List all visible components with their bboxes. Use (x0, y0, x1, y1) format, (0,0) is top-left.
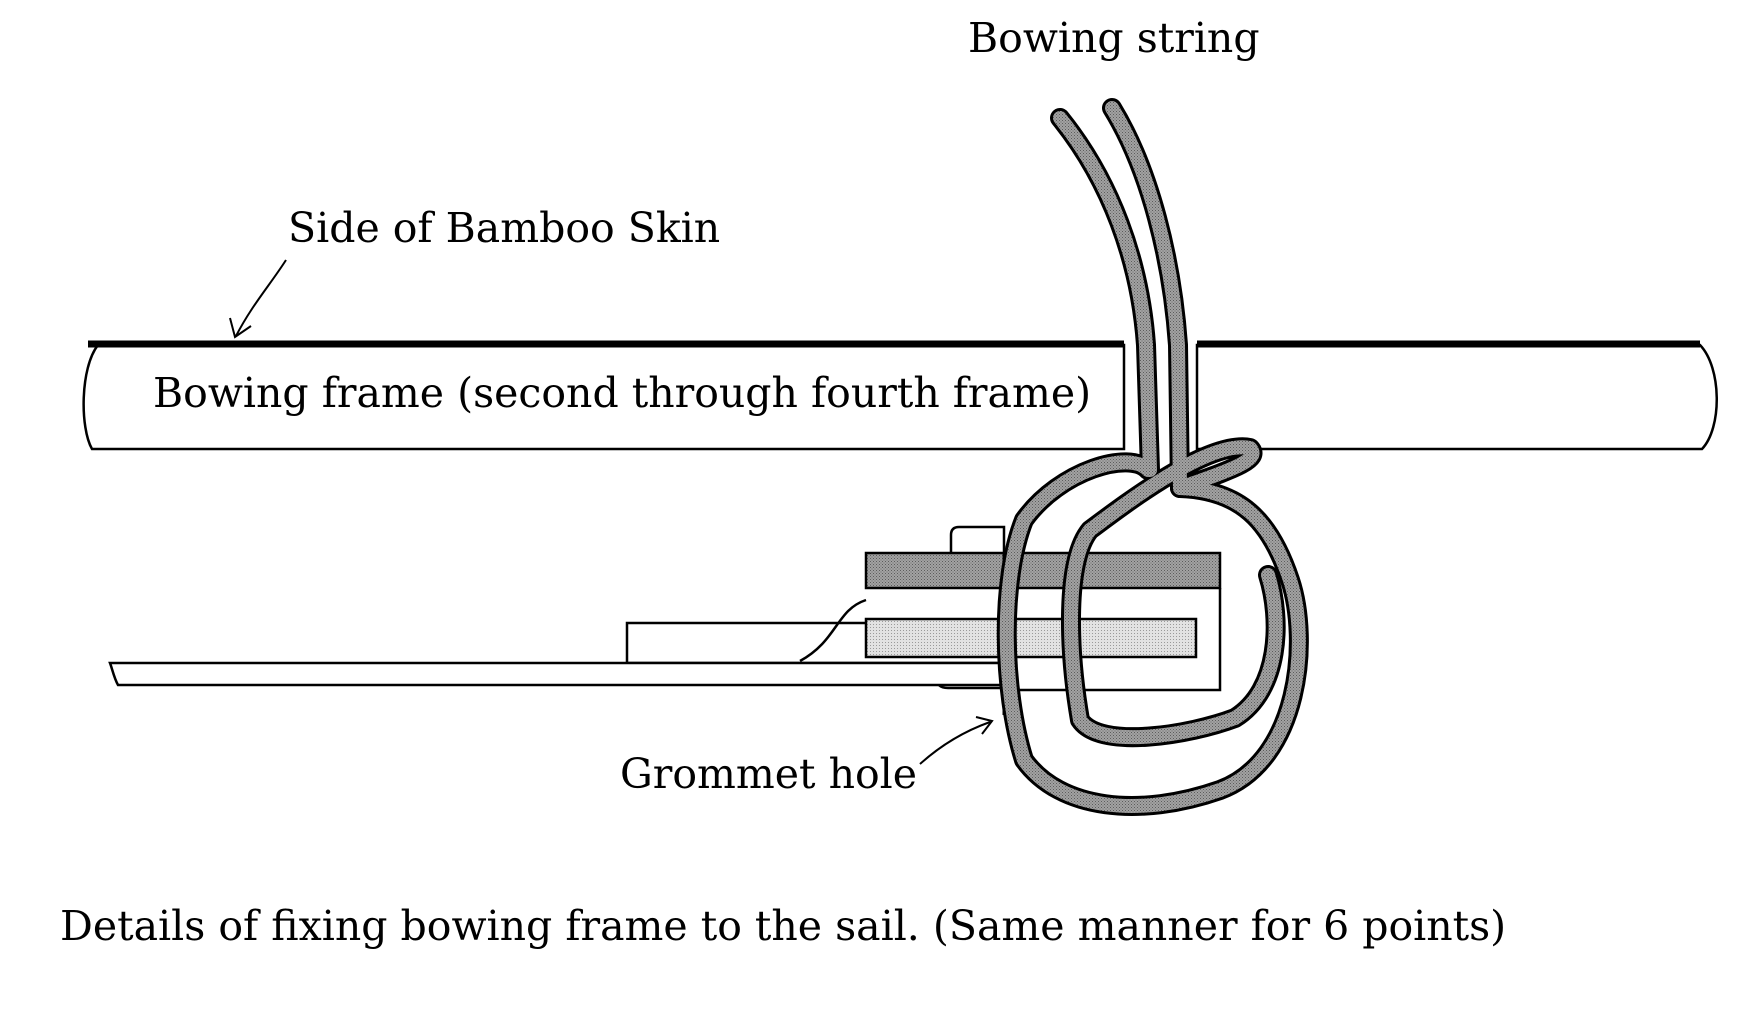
grommet-hole-label: Grommet hole (620, 750, 917, 798)
figure-caption: Details of fixing bowing frame to the sa… (60, 902, 1506, 950)
bowing-frame-label: Bowing frame (second through fourth fram… (153, 369, 1091, 417)
bowing-string-label: Bowing string (968, 14, 1260, 62)
skin-leader-arrow (229, 259, 287, 339)
bowing-frame (82, 343, 1718, 451)
sail-cloth-lip (799, 598, 867, 663)
bamboo-skin-label: Side of Bamboo Skin (288, 204, 720, 252)
sail (108, 661, 1006, 687)
bowing-frame-right-piece (1195, 343, 1718, 451)
grommet-assembly (625, 525, 1222, 692)
grommet-leader-arrow (919, 716, 994, 765)
grommet-flange-upper (949, 525, 1006, 553)
bowing-string (996, 98, 1309, 816)
upper-grommet-ring (864, 551, 1222, 590)
lower-grommet-ring (864, 617, 1198, 659)
bowing-frame-left-piece (82, 343, 1126, 451)
